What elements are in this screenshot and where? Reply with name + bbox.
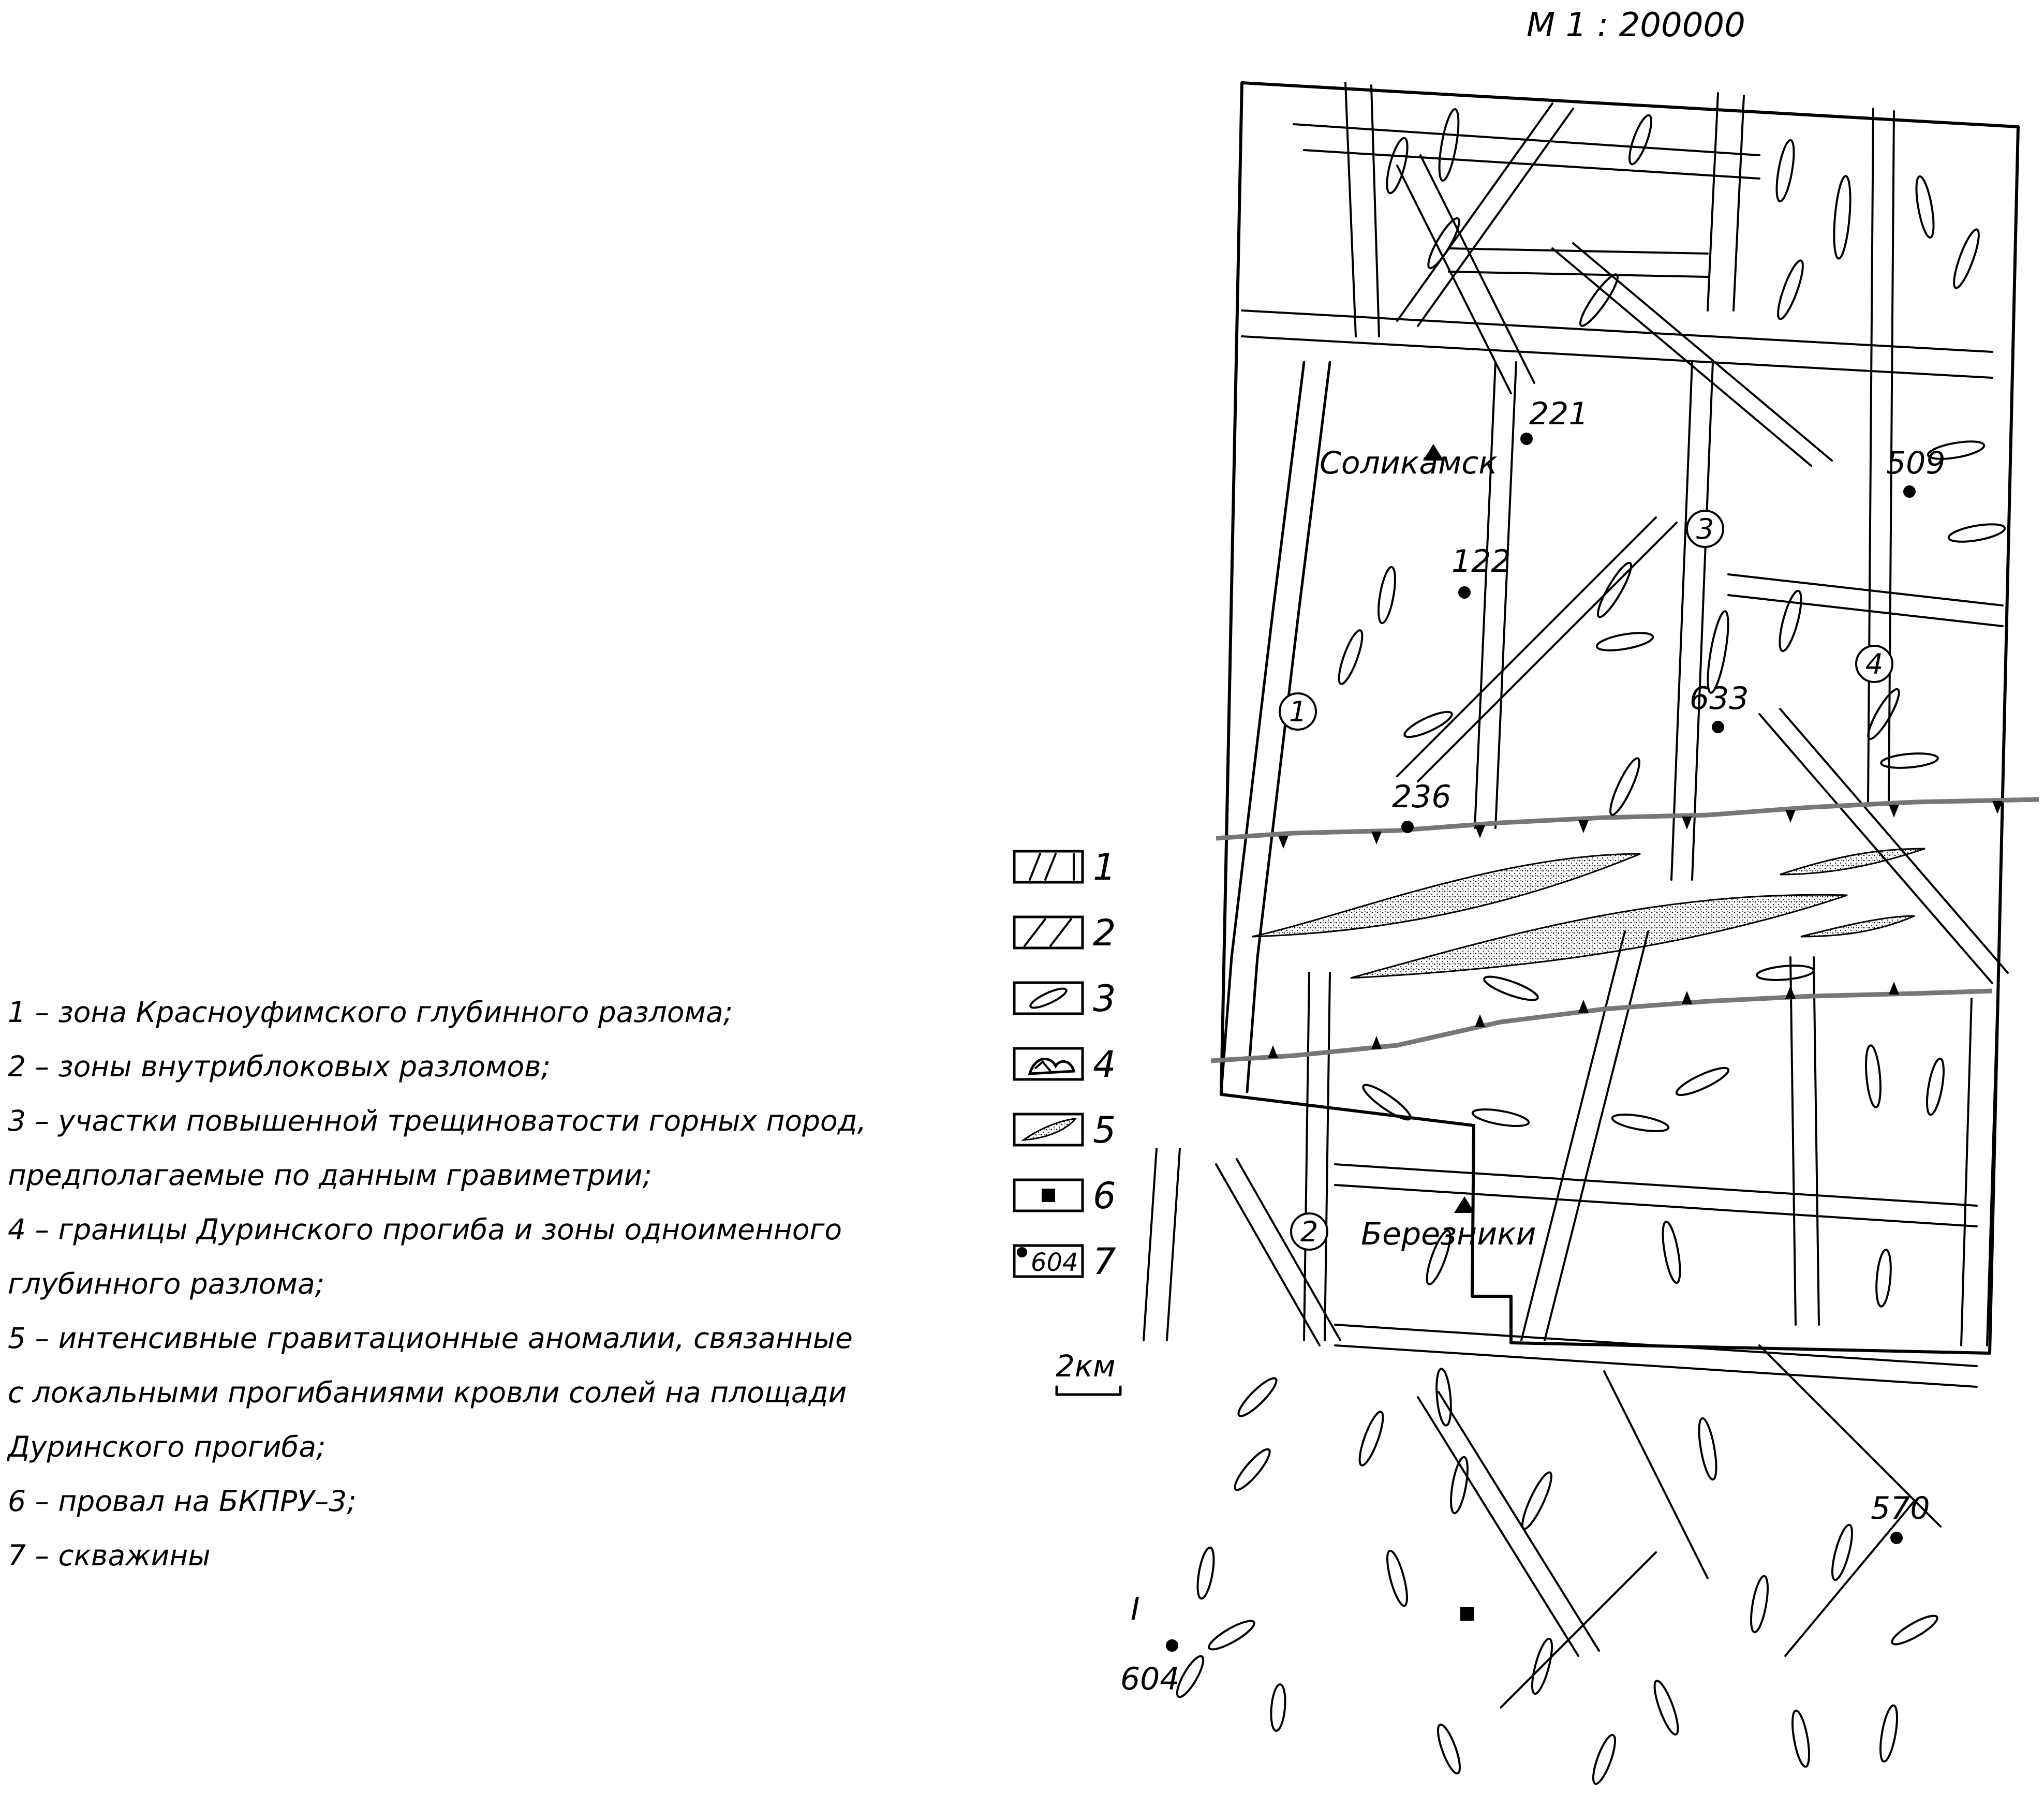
legend-text: 1 – зона Красноуфимского глубинного разл… [6, 996, 866, 1572]
durinsky-trough-boundaries [1210, 797, 2039, 1063]
well-509-marker [1903, 485, 1916, 498]
scale-bar: 2км [1055, 1349, 1122, 1396]
legend-key-5: 5 [1013, 1109, 1116, 1151]
city-berezniki: Березники [1361, 1196, 1536, 1252]
legend-line-9: Дуринского прогиба; [6, 1430, 326, 1463]
well-236-label: 236 [1392, 779, 1451, 815]
fault-zone-1 [1143, 361, 1331, 1341]
well-604-label: 604 [1120, 1661, 1180, 1697]
legend-line-10: 6 – провал на БКПРУ–3; [8, 1485, 357, 1518]
city-solikamsk-marker [1423, 444, 1444, 461]
city-solikamsk-label: Соликамск [1320, 445, 1497, 481]
legend-key-7-num: 7 [1093, 1240, 1116, 1283]
horizontal-faults [1241, 123, 2004, 1388]
zone-number-1: 1 [1279, 692, 1317, 731]
map-area: Соликамск Березники 221 509 122 633 236 … [1120, 81, 2039, 1785]
legend-line-5: 4 – границы Дуринского прогиба и зоны од… [8, 1213, 842, 1246]
zone-number-2-label: 2 [1300, 1216, 1318, 1248]
well-122-marker [1458, 586, 1471, 599]
well-221-marker [1520, 433, 1533, 445]
legend-key-6-num: 6 [1093, 1175, 1116, 1217]
wells: 221 509 122 633 236 570 604 [1120, 396, 1946, 1697]
well-236-marker [1401, 821, 1414, 833]
city-berezniki-marker [1454, 1196, 1475, 1213]
well-604-marker [1166, 1639, 1178, 1652]
well-221-label: 221 [1529, 396, 1589, 432]
well-570-label: 570 [1871, 1490, 1930, 1527]
legend-key-4-num: 4 [1093, 1043, 1116, 1086]
well-633-label: 633 [1690, 680, 1749, 717]
zone-number-4-label: 4 [1865, 648, 1883, 680]
legend-key-7: 604 7 [1013, 1240, 1116, 1283]
zone-number-2: 2 [1290, 1212, 1328, 1251]
legend-key-4: 4 [1013, 1043, 1116, 1086]
city-solikamsk: Соликамск [1320, 444, 1497, 481]
intrablock-faults [1303, 82, 1998, 1346]
legend-key-5-num: 5 [1093, 1109, 1116, 1151]
legend-key-1: 1 [1013, 846, 1116, 888]
legend-key-7-sample: 604 [1031, 1248, 1078, 1277]
legend-key-6: 6 [1013, 1175, 1116, 1217]
legend-line-7: 5 – интенсивные гравитационные аномалии,… [8, 1322, 853, 1355]
legend-line-4: предполагаемые по данным гравиметрии; [8, 1159, 652, 1192]
legend-line-11: 7 – скважины [8, 1539, 211, 1572]
legend-line-2: 2 – зоны внутриблоковых разломов; [8, 1050, 551, 1083]
legend-key-3-num: 3 [1093, 977, 1116, 1020]
city-berezniki-label: Березники [1361, 1216, 1536, 1252]
well-122-label: 122 [1451, 543, 1511, 580]
well-633-marker [1712, 721, 1724, 733]
zone-number-3: 3 [1686, 510, 1724, 548]
fracture-zones [1176, 108, 2006, 1785]
sinkhole-marker [1460, 1607, 1474, 1621]
legend-line-6: глубинного разлома; [8, 1267, 324, 1300]
legend-line-3: 3 – участки повышенной трещиноватости го… [8, 1104, 866, 1137]
legend-line-1: 1 – зона Красноуфимского глубинного разл… [8, 996, 733, 1029]
legend-line-8: с локальными прогибаниями кровли солей н… [8, 1376, 847, 1409]
trough-teeth [1268, 801, 2003, 1058]
diagonal-faults [1215, 102, 2009, 1709]
legend-keys: 1 2 3 4 5 6 [1013, 846, 1116, 1283]
fault-label: I [1131, 1591, 1140, 1627]
legend-key-3: 3 [1013, 977, 1116, 1020]
scale-title: М 1 : 200000 [1527, 6, 1745, 45]
well-509-label: 509 [1886, 445, 1946, 481]
legend-key-1-num: 1 [1093, 846, 1116, 888]
zone-number-4: 4 [1855, 645, 1893, 683]
map-boundary [1220, 81, 2020, 1355]
legend-key-2-num: 2 [1093, 912, 1116, 954]
well-570-marker [1890, 1532, 1903, 1544]
gravity-anomalies [1252, 848, 1925, 979]
scale-bar-label: 2км [1056, 1349, 1116, 1384]
zone-number-3-label: 3 [1696, 513, 1714, 545]
legend-key-2: 2 [1013, 912, 1116, 954]
zone-number-1-label: 1 [1289, 695, 1307, 728]
